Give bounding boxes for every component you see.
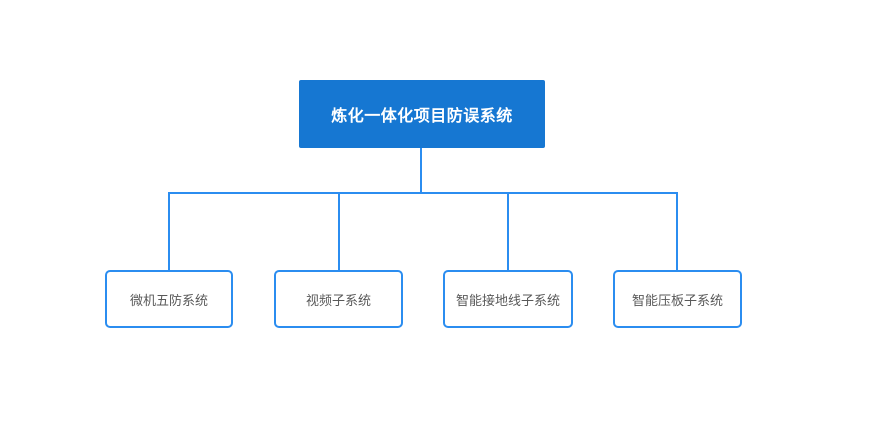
child-node-label: 微机五防系统 [129, 292, 208, 308]
child-node-label: 智能压板子系统 [631, 292, 723, 308]
root-node-label: 炼化一体化项目防误系统 [331, 108, 513, 125]
connector-drop-child-3 [507, 192, 509, 270]
root-node[interactable]: 炼化一体化项目防误系统 [299, 80, 545, 148]
child-node-label: 视频子系统 [305, 292, 371, 308]
child-node-pressure-plate[interactable]: 智能压板子系统 [613, 270, 742, 328]
connector-horizontal-bar [168, 192, 678, 194]
connector-drop-child-4 [676, 192, 678, 270]
child-node-wujifang[interactable]: 微机五防系统 [105, 270, 233, 328]
child-node-label: 智能接地线子系统 [455, 292, 560, 308]
child-node-grounding-wire[interactable]: 智能接地线子系统 [443, 270, 573, 328]
connector-root-stem [420, 148, 422, 194]
connector-drop-child-2 [338, 192, 340, 270]
connector-drop-child-1 [168, 192, 170, 270]
child-node-video[interactable]: 视频子系统 [274, 270, 403, 328]
